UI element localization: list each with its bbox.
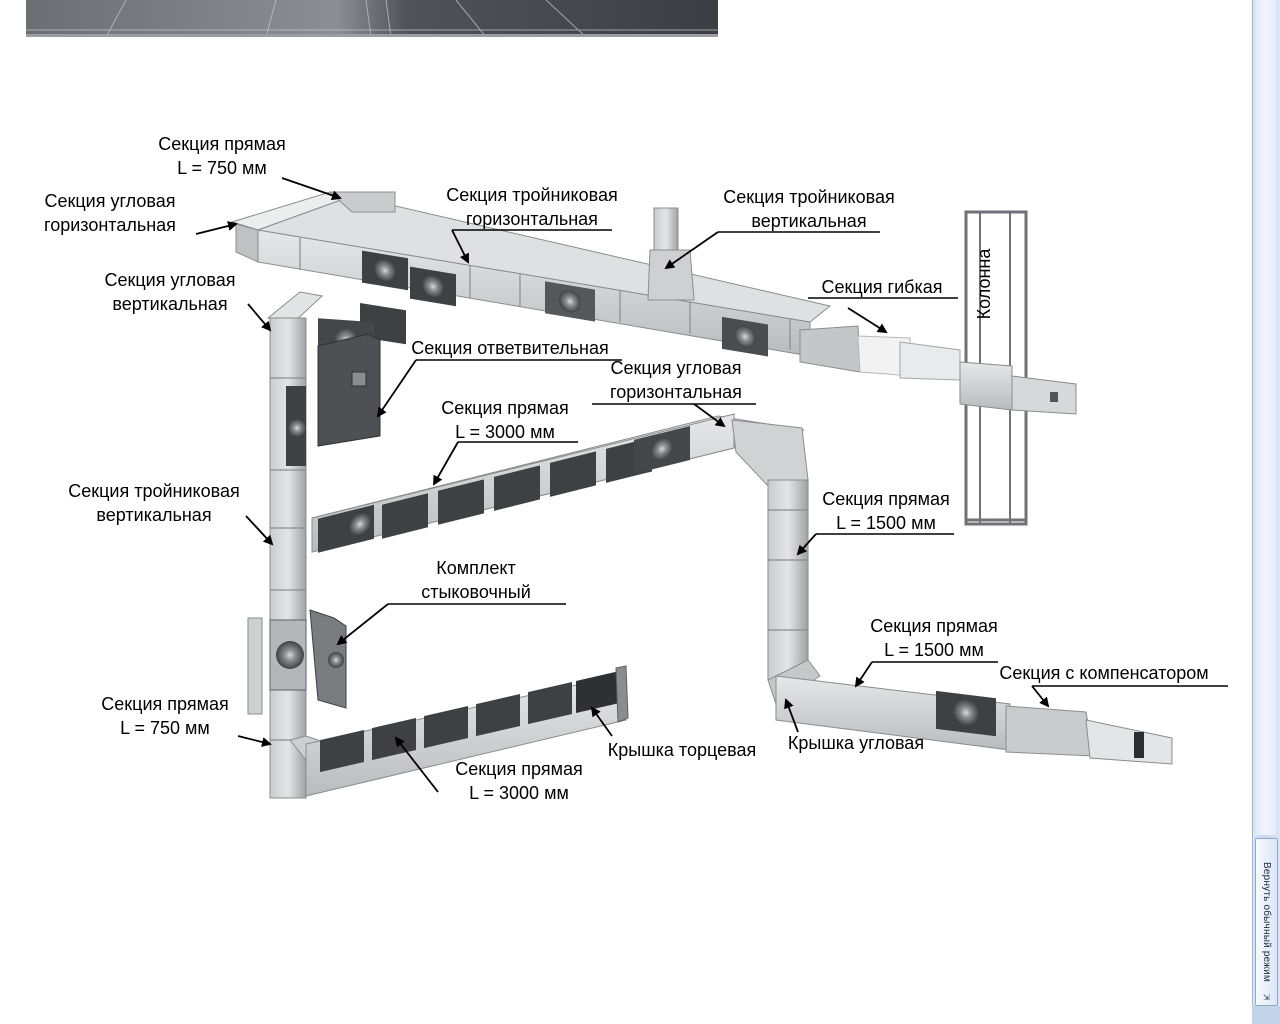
label-text: L = 750 мм [120, 718, 210, 738]
label-flexible: Секция гибкая [808, 277, 958, 334]
label-text: Секция угловая [44, 191, 175, 211]
label-straight-1500-upper: Секция прямая L = 1500 мм [796, 489, 954, 556]
label-straight-3000-mid: Секция прямая L = 3000 мм [433, 398, 578, 486]
label-tee-vertical-top: Секция тройниковая вертикальная [664, 187, 895, 270]
header-photo-strip [26, 0, 718, 37]
label-text: L = 1500 мм [836, 513, 936, 533]
leader-arrow [590, 706, 613, 737]
label-straight-1500-lower: Секция прямая L = 1500 мм [854, 616, 998, 688]
dialog-launcher-icon: ⇲ [1263, 993, 1270, 1002]
label-text: L = 1500 мм [884, 640, 984, 660]
leader-arrow [247, 303, 272, 332]
leader-arrow [796, 533, 817, 556]
busway-structure [230, 191, 1173, 799]
label-text: L = 3000 мм [455, 422, 555, 442]
label-straight-750-bottom: Секция прямая L = 750 мм [101, 694, 272, 747]
label-straight-750-top: Секция прямая L = 750 мм [158, 134, 342, 201]
leader-arrow [195, 221, 238, 235]
leader-arrow [281, 177, 342, 201]
label-text: Секция гибкая [822, 277, 943, 297]
return-normal-mode-label: Вернуть обычный режим [1261, 861, 1272, 982]
label-text: стыковочный [421, 582, 531, 602]
side-ribbon-panel: Вернуть обычный режим ⇲ [1252, 0, 1280, 1024]
label-text: Секция прямая [455, 759, 582, 779]
leader-arrow [784, 698, 799, 733]
leader-arrow [245, 515, 274, 546]
leader-arrow [237, 735, 272, 747]
label-straight-3000-bottom: Секция прямая L = 3000 мм [394, 736, 583, 803]
leader-arrow [693, 403, 726, 428]
warehouse-photo [26, 0, 718, 37]
label-text: Комплект [436, 558, 515, 578]
ribbon-track [1256, 0, 1276, 835]
label-text: горизонтальная [466, 209, 598, 229]
label-text: Секция прямая [822, 489, 949, 509]
busway-diagram: Секция прямая L = 750 мм Секция угловая … [44, 134, 1228, 803]
label-text: Крышка угловая [788, 733, 924, 753]
label-text: Секция тройниковая [68, 481, 240, 501]
label-text: вертикальная [751, 211, 866, 231]
label-compensator: Секция с компенсатором [999, 663, 1228, 708]
label-text: Колонна [974, 248, 994, 320]
label-text: L = 750 мм [177, 158, 267, 178]
label-text: Секция тройниковая [446, 185, 618, 205]
label-text: вертикальная [112, 294, 227, 314]
label-text: Секция прямая [870, 616, 997, 636]
label-corner-vertical: Секция угловая вертикальная [104, 270, 272, 332]
leader-arrow [433, 441, 459, 486]
leader-arrow [854, 661, 873, 688]
leader-arrow [336, 603, 389, 646]
leader-arrow [1031, 685, 1050, 708]
label-text: горизонтальная [610, 382, 742, 402]
leader-arrow [847, 307, 888, 334]
label-text: L = 3000 мм [469, 783, 569, 803]
label-column: Колонна [974, 248, 994, 320]
leader-arrow [394, 736, 439, 793]
label-corner-horizontal-left: Секция угловая горизонтальная [44, 191, 238, 235]
label-text: вертикальная [96, 505, 211, 525]
label-joint-kit: Комплект стыковочный [336, 558, 566, 646]
label-text: горизонтальная [44, 215, 176, 235]
label-text: Секция угловая [104, 270, 235, 290]
label-tapoff: Секция ответвительная [376, 338, 622, 418]
label-text: Секция ответвительная [411, 338, 609, 358]
ribbon-bottom-edge [1252, 1006, 1280, 1024]
label-tee-vertical-left: Секция тройниковая вертикальная [68, 481, 274, 546]
leader-arrow [451, 229, 469, 264]
return-normal-mode-button[interactable]: Вернуть обычный режим ⇲ [1255, 838, 1278, 1006]
leader-arrow [664, 231, 719, 270]
label-text: Секция угловая [610, 358, 741, 378]
leader-arrow [376, 359, 417, 418]
label-end-cap: Крышка торцевая [590, 706, 756, 760]
label-corner-horizontal-mid: Секция угловая горизонтальная [592, 358, 756, 428]
label-tee-horizontal: Секция тройниковая горизонтальная [446, 185, 618, 264]
label-text: Секция тройниковая [723, 187, 895, 207]
label-text: Секция прямая [101, 694, 228, 714]
label-text: Крышка торцевая [608, 740, 756, 760]
label-corner-cap: Крышка угловая [784, 698, 924, 753]
label-text: Секция с компенсатором [999, 663, 1208, 683]
label-text: Секция прямая [158, 134, 285, 154]
label-text: Секция прямая [441, 398, 568, 418]
